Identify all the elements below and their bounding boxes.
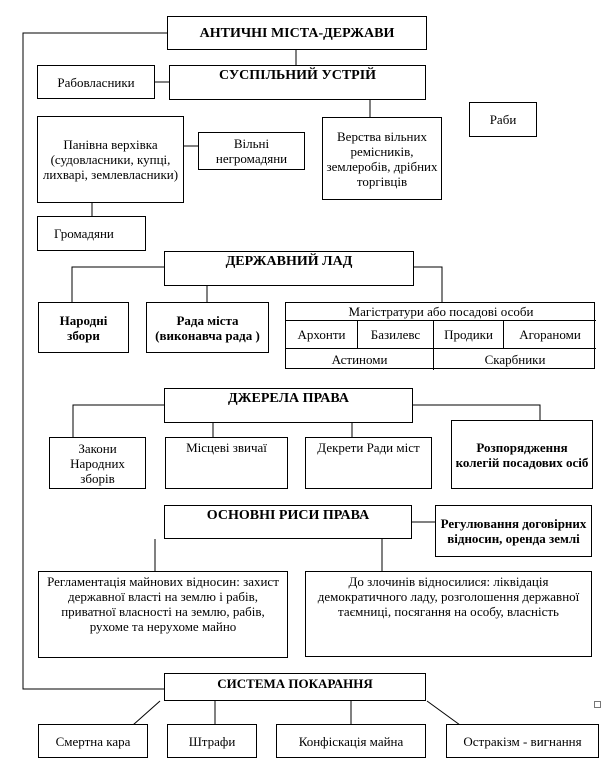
astynomi-cell: Астиноми bbox=[331, 352, 388, 367]
customs-text: Місцеві звичаї bbox=[186, 440, 267, 455]
crimes-box: До злочинів відносилися: ліквідація демо… bbox=[305, 571, 592, 657]
confiscation-text: Конфіскація майна bbox=[298, 733, 404, 749]
punishment-text: СИСТЕМА ПОКАРАННЯ bbox=[217, 676, 373, 691]
prodiki-cell: Продики bbox=[444, 327, 493, 342]
death-penalty-text: Смертна кара bbox=[55, 733, 131, 749]
orders-text: Розпорядження колегій посадових осіб bbox=[455, 439, 589, 470]
social-structure-text: СУСПІЛЬНИЙ УСТРІЙ bbox=[218, 68, 377, 83]
state-system-header: ДЕРЖАВНИЙ ЛАД bbox=[164, 251, 414, 286]
social-structure-header: СУСПІЛЬНИЙ УСТРІЙ bbox=[169, 65, 426, 100]
free-non-citizens-box: Вільні негромадяни bbox=[198, 132, 305, 170]
assembly-text: Народні збори bbox=[59, 312, 108, 343]
elite-text: Панівна верхівка (судовласники, купці, л… bbox=[42, 137, 179, 182]
slaves-box: Раби bbox=[469, 102, 537, 137]
title-text: АНТИЧНІ МІСТА-ДЕРЖАВИ bbox=[199, 25, 395, 41]
sources-header: ДЖЕРЕЛА ПРАВА bbox=[164, 388, 413, 423]
laws-box: Закони Народних зборів bbox=[49, 437, 146, 489]
resize-handle[interactable] bbox=[594, 701, 601, 708]
orders-box: Розпорядження колегій посадових осіб bbox=[451, 420, 593, 489]
ostracism-box: Остракізм - вигнання bbox=[446, 724, 599, 758]
title-box: АНТИЧНІ МІСТА-ДЕРЖАВИ bbox=[167, 16, 427, 50]
free-layers-box: Верства вільних ремісників, землеробів, … bbox=[322, 117, 442, 200]
magistrates-table: Магістратури або посадові особи Архонти … bbox=[285, 302, 596, 370]
citizens-text: Громадяни bbox=[54, 226, 114, 241]
contracts-text: Регулювання договірних відносин, оренда … bbox=[440, 516, 587, 546]
slave-owners-box: Рабовласники bbox=[37, 65, 155, 99]
confiscation-box: Конфіскація майна bbox=[276, 724, 426, 758]
punishment-header: СИСТЕМА ПОКАРАННЯ bbox=[164, 673, 426, 701]
contracts-box: Регулювання договірних відносин, оренда … bbox=[435, 505, 592, 557]
archons-cell: Архонти bbox=[297, 327, 346, 342]
magistrates-header: Магістратури або посадові особи bbox=[348, 304, 534, 319]
laws-text: Закони Народних зборів bbox=[70, 440, 125, 486]
treasurers-cell: Скарбники bbox=[484, 352, 546, 367]
agoranomi-cell: Агораноми bbox=[519, 327, 581, 342]
free-non-citizens-text: Вільні негромадяни bbox=[215, 136, 288, 166]
slave-owners-text: Рабовласники bbox=[57, 74, 135, 90]
magistrates-grid bbox=[286, 320, 596, 370]
decrees-text: Декрети Ради міст bbox=[317, 440, 420, 455]
customs-box: Місцеві звичаї bbox=[165, 437, 288, 489]
features-text: ОСНОВНІ РИСИ ПРАВА bbox=[206, 508, 370, 523]
fines-text: Штрафи bbox=[188, 733, 236, 749]
features-header: ОСНОВНІ РИСИ ПРАВА bbox=[164, 505, 412, 539]
property-text: Регламентація майнових відносин: захист … bbox=[47, 574, 279, 634]
free-layers-text: Верства вільних ремісників, землеробів, … bbox=[326, 128, 438, 189]
elite-box: Панівна верхівка (судовласники, купці, л… bbox=[37, 116, 184, 203]
fines-box: Штрафи bbox=[167, 724, 257, 758]
property-box: Регламентація майнових відносин: захист … bbox=[38, 571, 288, 658]
citizens-box: Громадяни bbox=[37, 216, 146, 251]
decrees-box: Декрети Ради міст bbox=[305, 437, 432, 489]
death-penalty-box: Смертна кара bbox=[38, 724, 148, 758]
sources-text: ДЖЕРЕЛА ПРАВА bbox=[228, 391, 349, 406]
assembly-box: Народні збори bbox=[38, 302, 129, 353]
council-box: Рада міста (виконавча рада ) bbox=[146, 302, 269, 353]
council-text: Рада міста (виконавча рада ) bbox=[155, 312, 260, 343]
basileus-cell: Базилевс bbox=[370, 327, 421, 342]
slaves-text: Раби bbox=[489, 112, 517, 127]
crimes-text: До злочинів відносилися: ліквідація демо… bbox=[317, 574, 580, 619]
state-system-text: ДЕРЖАВНИЙ ЛАД bbox=[225, 254, 353, 269]
ostracism-text: Остракізм - вигнання bbox=[463, 733, 582, 749]
